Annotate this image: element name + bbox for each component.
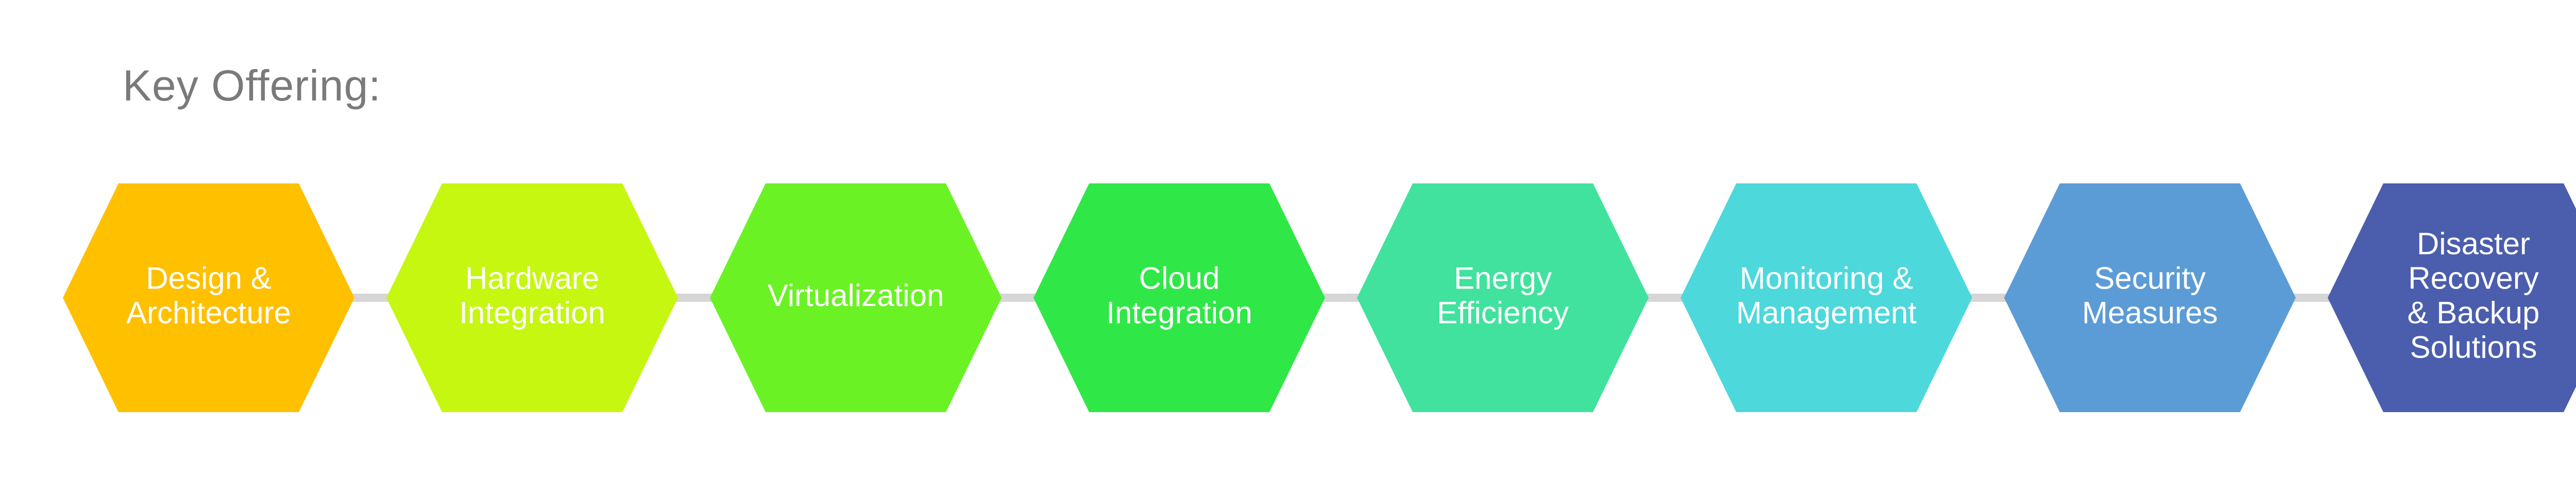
hexagon-shape	[1033, 183, 1325, 412]
hexagon-label-line: Design &	[146, 261, 271, 295]
hexagon-label-line: Energy	[1454, 261, 1552, 295]
hexagon-shape	[1357, 183, 1649, 412]
hexagon-label-line: Integration	[1106, 295, 1252, 330]
hexagon-label-line: Disaster	[2417, 226, 2530, 261]
connector-line	[349, 294, 392, 302]
hexagon-label-line: Measures	[2082, 295, 2217, 330]
hexagon-label-line: Efficiency	[1437, 295, 1569, 330]
hexagon-label-line: Virtualization	[768, 278, 944, 313]
hexagon-label-line: Security	[2094, 261, 2206, 295]
hexagon-shape	[2004, 183, 2296, 412]
connectors	[349, 294, 2333, 302]
connector-line	[673, 294, 715, 302]
connector-line	[1967, 294, 2009, 302]
hexagon-shape	[710, 183, 1002, 412]
connector-line	[2291, 294, 2333, 302]
connector-line	[1320, 294, 1362, 302]
hexagon-step-1: Design &Architecture	[63, 183, 354, 412]
connector-line	[996, 294, 1039, 302]
connector-line	[1643, 294, 1686, 302]
hexagon-label-line: Solutions	[2410, 330, 2537, 364]
hexagon-step-6: Monitoring &Management	[1681, 183, 1972, 412]
hexagon-label-line: Architecture	[126, 295, 291, 330]
hexagon-shape	[386, 183, 678, 412]
hexagon-shape	[63, 183, 354, 412]
hexagon-shape	[1681, 183, 1972, 412]
hexagon-label-line: Recovery	[2408, 261, 2538, 295]
page-title: Key Offering:	[123, 61, 381, 110]
hexagon-label-line: Monitoring &	[1740, 261, 1913, 295]
hexagon-label-line: Integration	[459, 295, 605, 330]
hexagon-label-line: Cloud	[1139, 261, 1220, 295]
hexagon-step-3: Virtualization	[710, 183, 1002, 412]
hexagon-label-line: Management	[1736, 295, 1917, 330]
hexagon-label-line: Hardware	[465, 261, 599, 295]
hexagon-shape	[2328, 183, 2576, 412]
hexagon-label-line: & Backup	[2408, 295, 2540, 330]
